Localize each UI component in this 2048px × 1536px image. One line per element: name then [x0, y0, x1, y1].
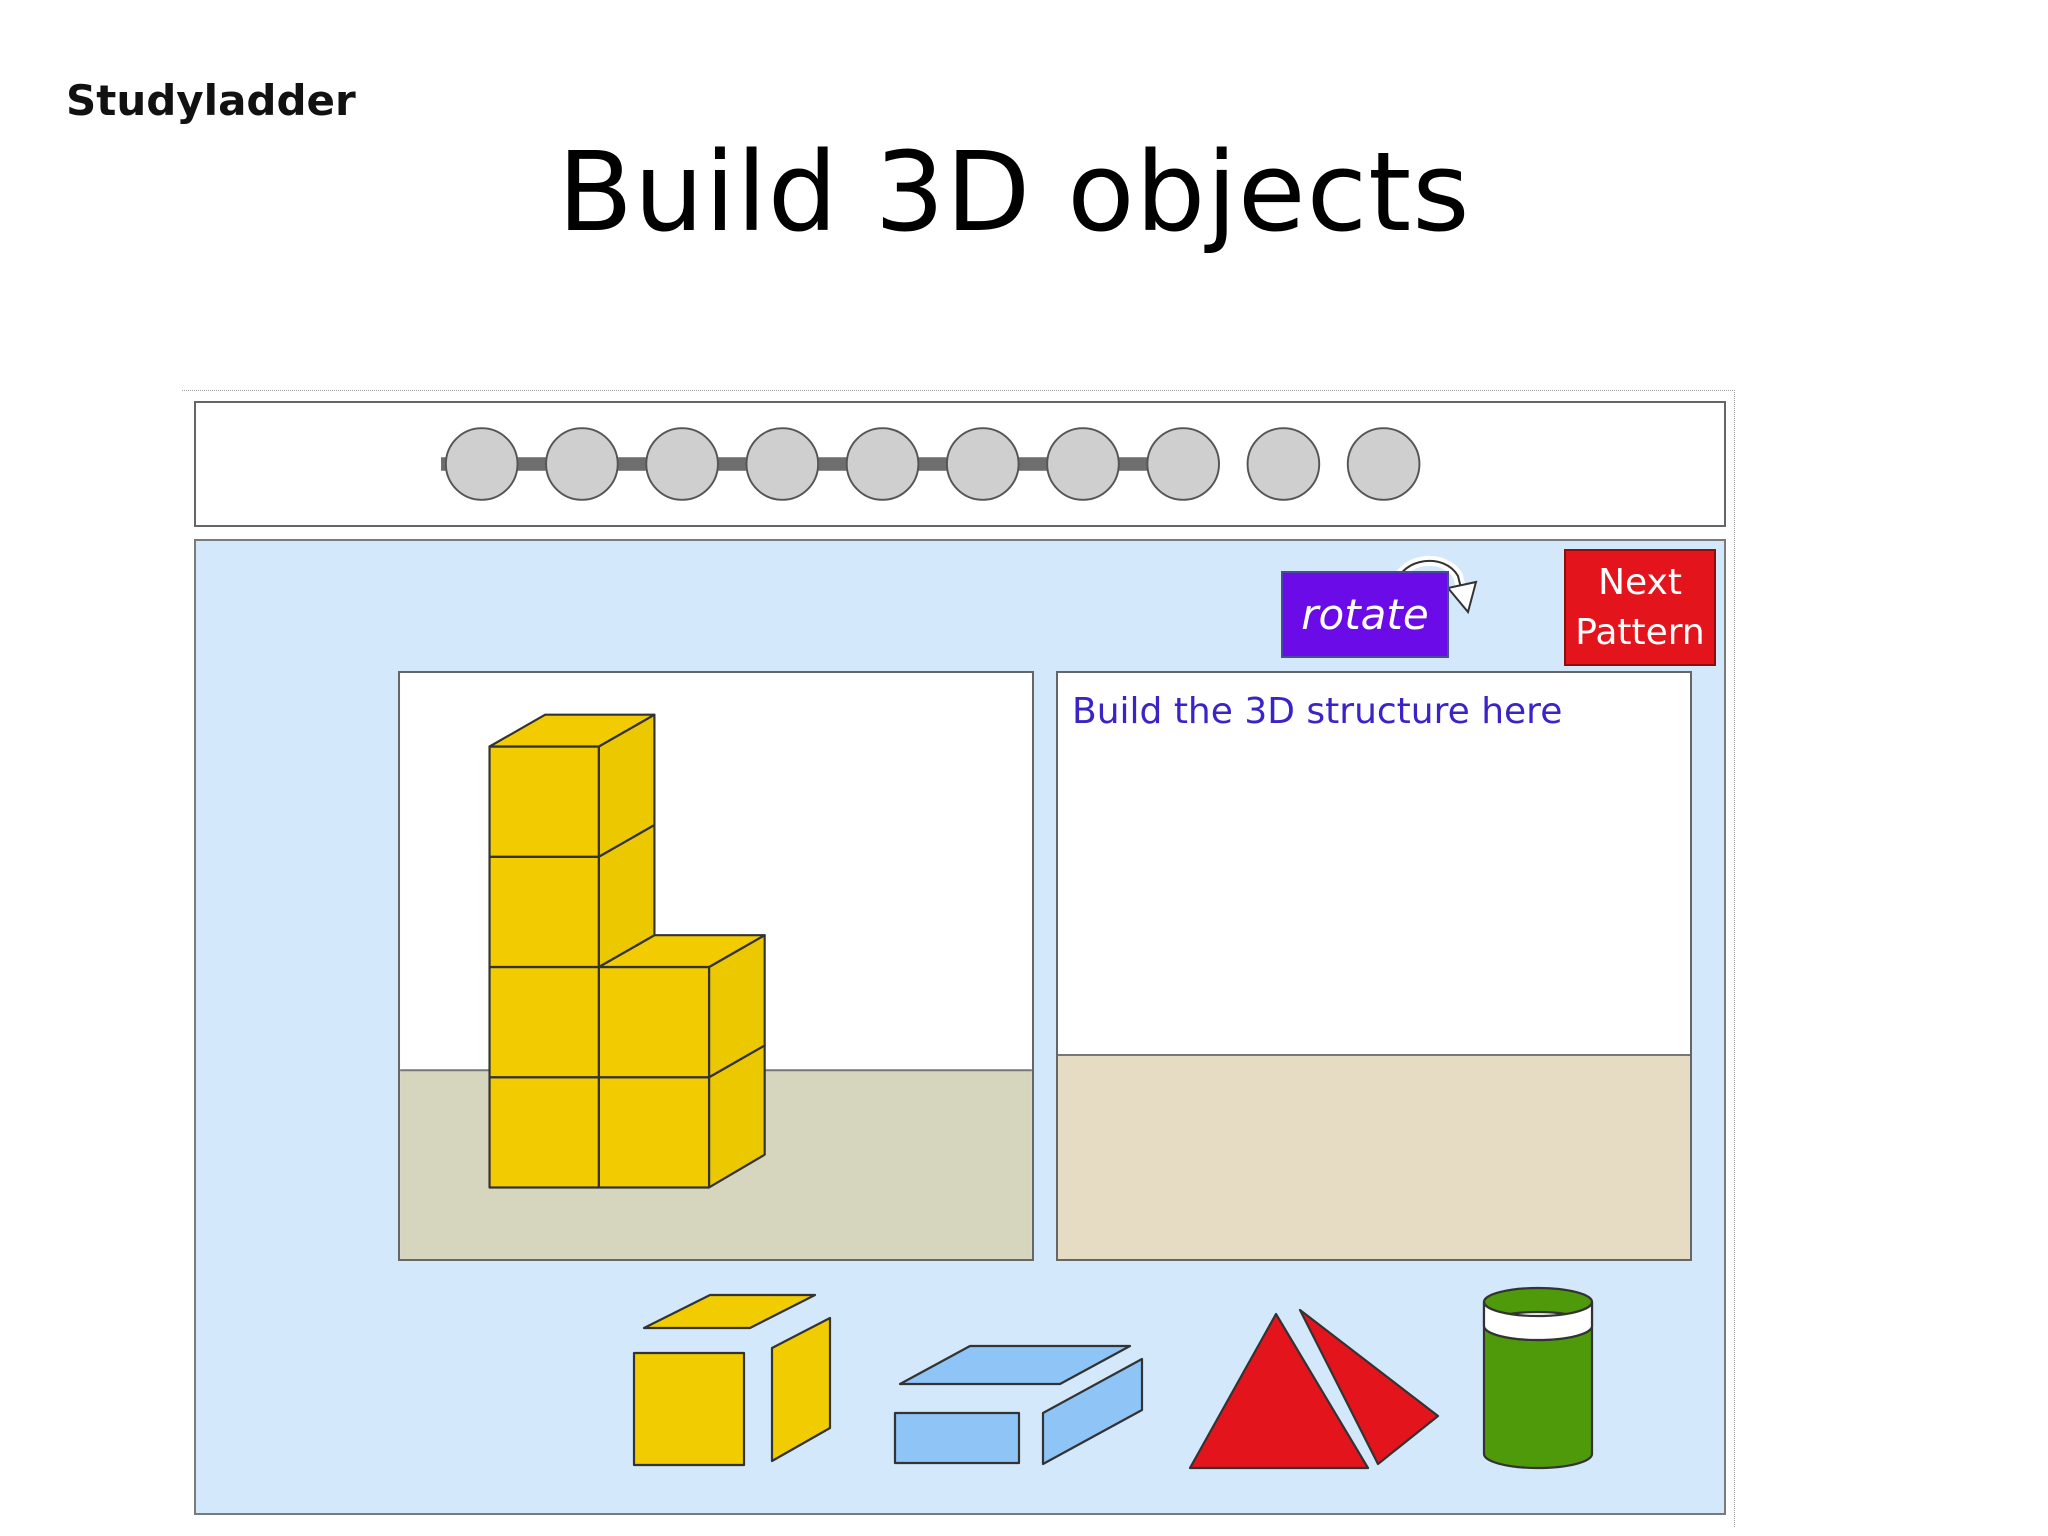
progress-dot: [1246, 427, 1321, 501]
rotate-button[interactable]: rotate: [1281, 571, 1449, 658]
next-label-line1: Next: [1598, 561, 1682, 603]
build-panel[interactable]: Build the 3D structure here: [1056, 671, 1692, 1261]
progress-dot: [545, 427, 619, 501]
pyramid-piece[interactable]: [1188, 1308, 1440, 1470]
progress-dot: [1046, 427, 1120, 501]
progress-track: [441, 427, 1421, 501]
next-pattern-button[interactable]: Next Pattern: [1564, 549, 1716, 666]
progress-bar: [194, 401, 1726, 527]
brand-label: Studyladder: [66, 76, 356, 125]
progress-dot: [745, 427, 820, 501]
build-floor: [1058, 1054, 1690, 1259]
model-structure: [400, 673, 1032, 1259]
model-panel: [398, 671, 1034, 1261]
rotate-button-label: rotate: [1301, 590, 1429, 639]
progress-dot: [645, 427, 719, 501]
build-hint: Build the 3D structure here: [1072, 691, 1563, 732]
rectangular-prism-piece[interactable]: [893, 1344, 1144, 1466]
shape-palette: [632, 1286, 1594, 1470]
cube-piece[interactable]: [632, 1293, 832, 1467]
progress-dot: [845, 427, 920, 501]
activity-frame: [182, 390, 1735, 1527]
progress-dot: [1146, 427, 1220, 501]
cube-top: [488, 713, 656, 748]
cube-face: [597, 1076, 711, 1189]
cylinder-piece[interactable]: [1482, 1286, 1594, 1470]
cube-face: [488, 855, 600, 969]
cube-face: [488, 965, 600, 1079]
progress-dot: [945, 427, 1020, 501]
cube-face: [597, 965, 711, 1079]
cube-face: [488, 745, 600, 858]
progress-dot: [444, 427, 519, 501]
next-label-line2: Pattern: [1575, 611, 1705, 653]
progress-dot: [1346, 427, 1421, 501]
page-title: Build 3D objects: [557, 128, 1471, 256]
cube-face: [488, 1076, 600, 1189]
